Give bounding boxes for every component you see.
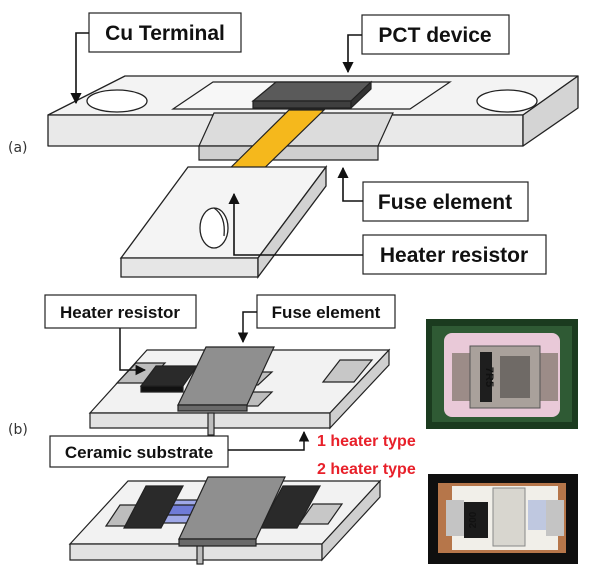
photo-1-heater: 7R5 (426, 319, 578, 429)
leader-lines-a (70, 32, 363, 256)
callout-cu-terminal: Cu Terminal (88, 12, 242, 53)
svg-text:PCT device: PCT device (378, 24, 491, 47)
type-label-2-heater: 2 heater type (317, 461, 416, 478)
panel-a-label: (a) (8, 140, 28, 156)
svg-text:Heater resistor: Heater resistor (380, 244, 528, 267)
heater-base (119, 165, 328, 279)
svg-text:Ceramic substrate: Ceramic substrate (65, 443, 213, 462)
terminal-hole-right (476, 89, 538, 113)
callout-fuse-element-a: Fuse element (362, 181, 529, 222)
type-label-1-heater: 1 heater type (317, 433, 416, 450)
photo-2-heater: 200 (428, 474, 578, 564)
callout-fuse-element-b: Fuse element (256, 294, 396, 329)
panel-a: (a) (8, 12, 579, 279)
svg-text:Cu Terminal: Cu Terminal (105, 22, 225, 45)
panel-b-label: (b) (8, 422, 28, 438)
svg-text:Fuse element: Fuse element (272, 303, 381, 322)
svg-text:Fuse element: Fuse element (378, 191, 512, 214)
photo-1-marking: 7R5 (483, 367, 495, 387)
callout-ceramic-substrate: Ceramic substrate (49, 435, 229, 468)
leader-lines-b (119, 311, 310, 451)
terminal-hole-left (86, 89, 148, 113)
svg-text:Heater resistor: Heater resistor (60, 303, 180, 322)
callout-heater-resistor-a: Heater resistor (362, 234, 547, 275)
photo-2-marking: 200 (468, 511, 479, 528)
callout-heater-resistor-b: Heater resistor (44, 294, 197, 329)
substrate-2-heater (68, 476, 382, 565)
callout-pct-device: PCT device (361, 14, 510, 55)
pct-device (251, 80, 373, 110)
panel-b: (b) (8, 294, 578, 565)
substrate-1-heater (88, 346, 391, 436)
